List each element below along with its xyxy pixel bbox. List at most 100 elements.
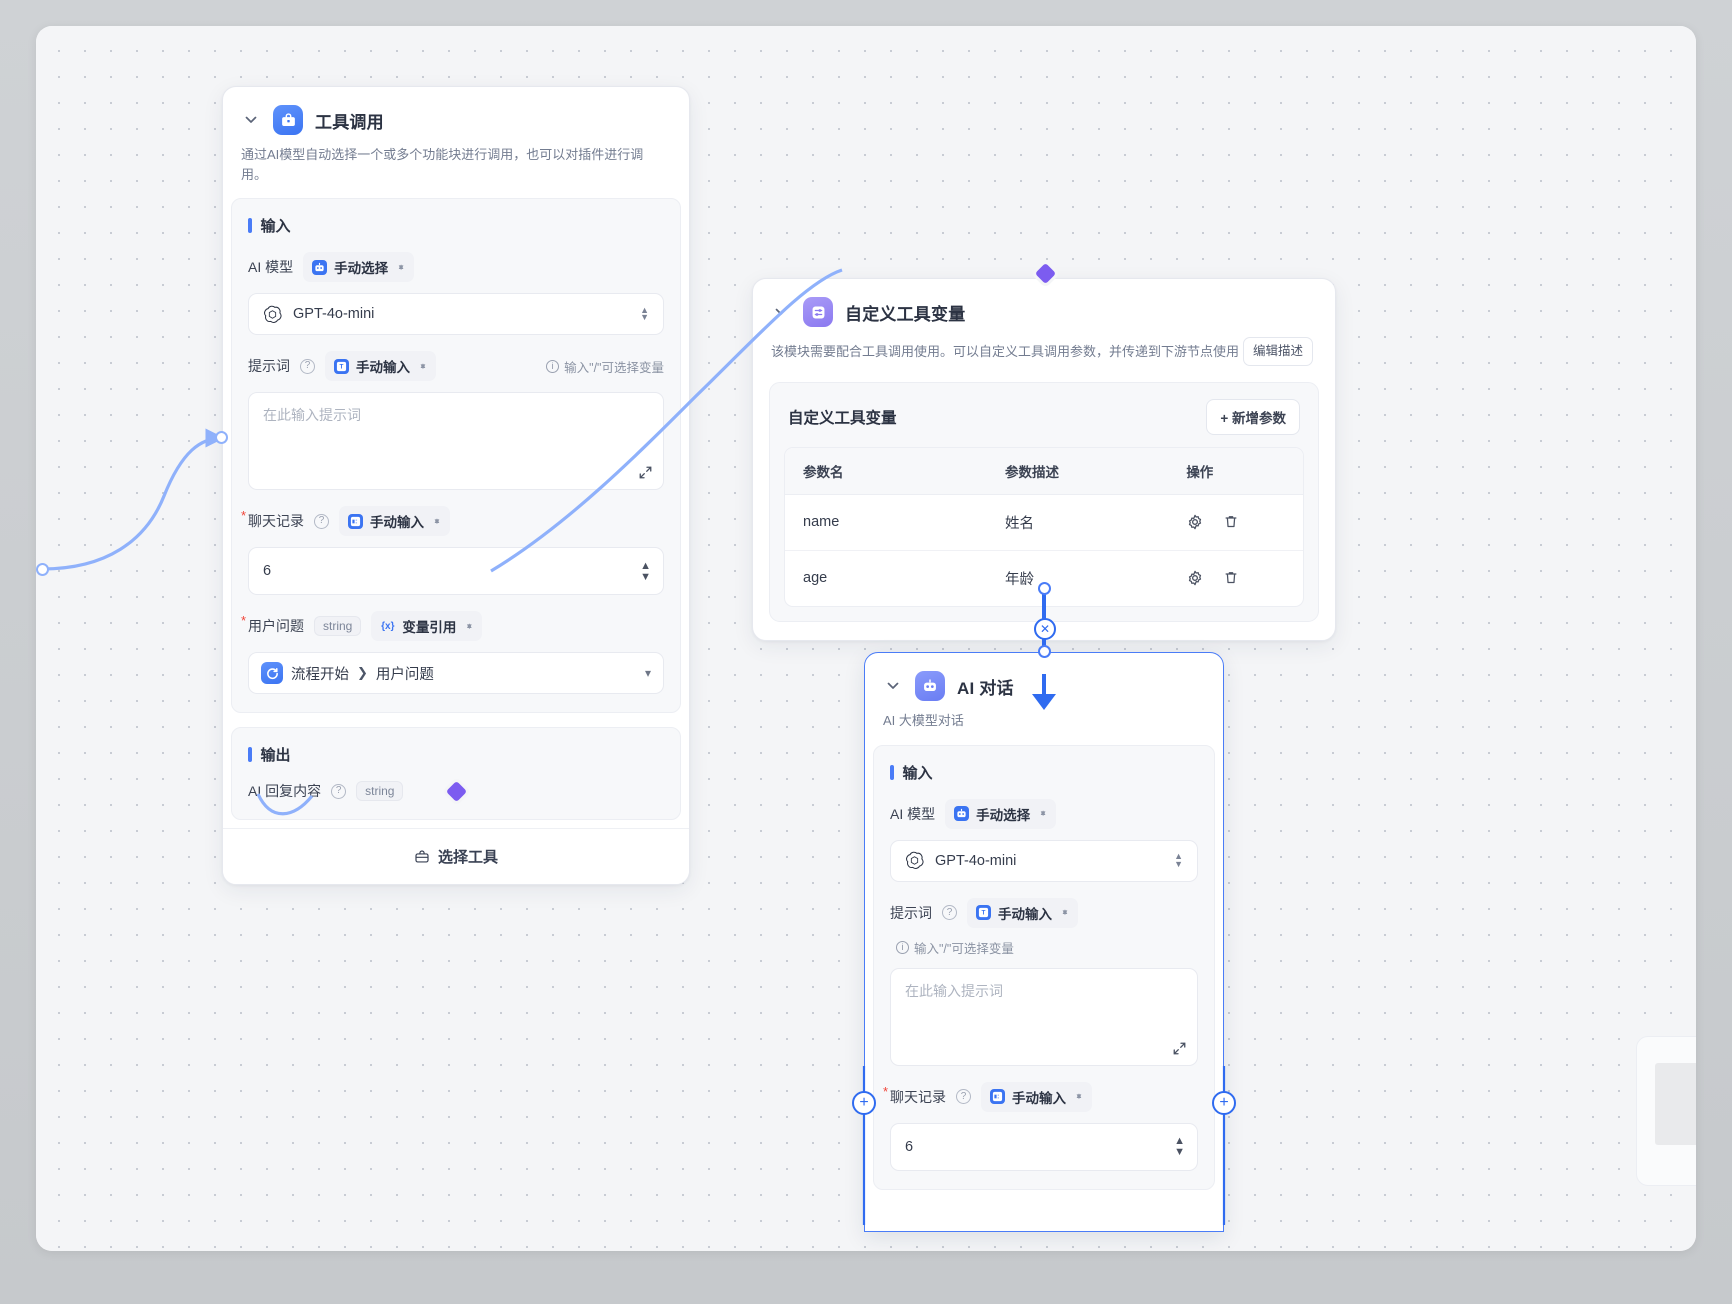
node-custom-tool-vars[interactable]: 自定义工具变量 该模块需要配合工具调用使用。可以自定义工具调用参数，并传递到下游… bbox=[752, 278, 1336, 641]
node-tool-call-description: 通过AI模型自动选择一个或多个功能块进行调用，也可以对插件进行调用。 bbox=[241, 147, 644, 182]
variable-field: 用户问题 bbox=[375, 666, 434, 683]
trash-icon[interactable] bbox=[1222, 513, 1240, 531]
add-node-right-button[interactable]: + bbox=[1212, 1091, 1236, 1115]
chat-history-label: 聊天记录 bbox=[883, 1084, 946, 1107]
chat-history-mode-select[interactable]: 手动输入 ▲▼ bbox=[339, 506, 450, 536]
collapse-chevron-icon[interactable] bbox=[241, 110, 261, 130]
tool-call-input-section: 输入 AI 模型 手动选择 ▲▼ bbox=[231, 198, 681, 713]
chevron-updown-icon: ▲▼ bbox=[397, 261, 406, 272]
ai-model-row: AI 模型 手动选择 ▲▼ bbox=[890, 798, 1198, 829]
stepper-arrows[interactable]: ▲▼ bbox=[1174, 1135, 1185, 1158]
help-icon[interactable]: ? bbox=[942, 905, 957, 920]
toolbox-icon bbox=[273, 105, 303, 135]
expand-icon[interactable] bbox=[638, 465, 653, 480]
svg-text:T: T bbox=[982, 910, 986, 917]
help-icon[interactable]: ? bbox=[331, 783, 347, 799]
chat-history-mode-label: 手动输入 bbox=[370, 515, 424, 530]
help-icon[interactable]: ? bbox=[314, 513, 329, 529]
prompt-hint: i 输入"/"可选择变量 bbox=[546, 357, 664, 376]
chat-history-mode-label: 手动输入 bbox=[1012, 1090, 1066, 1106]
edge-start-to-toolcall bbox=[41, 428, 225, 571]
settings-icon[interactable] bbox=[1186, 513, 1204, 531]
ai-model-select[interactable]: GPT-4o-mini ▲▼ bbox=[890, 839, 1198, 882]
col-param-name: 参数名 bbox=[785, 447, 988, 495]
collapse-chevron-icon[interactable] bbox=[771, 302, 791, 322]
port-toolcall-input[interactable] bbox=[215, 431, 228, 444]
info-icon: i bbox=[896, 940, 909, 954]
openai-logo-icon bbox=[906, 851, 924, 870]
param-actions-cell bbox=[1168, 551, 1303, 606]
input-section-label: 输入 bbox=[902, 764, 933, 782]
chevron-updown-icon: ▲▼ bbox=[1039, 808, 1048, 818]
trash-icon[interactable] bbox=[1222, 569, 1240, 587]
description-text: 该模块需要配合工具调用使用。可以自定义工具调用参数，并传递到下游节点使用 bbox=[771, 343, 1240, 359]
flow-start-icon bbox=[261, 662, 283, 684]
text-input-icon: T bbox=[334, 358, 349, 374]
ai-model-select[interactable]: GPT-4o-mini ▲▼ bbox=[248, 293, 664, 335]
collapse-chevron-icon[interactable] bbox=[883, 676, 903, 696]
table-row[interactable]: name 姓名 bbox=[785, 495, 1303, 551]
workflow-canvas[interactable]: ✕ + + 工具调用 bbox=[36, 26, 1696, 1251]
user-question-variable-picker[interactable]: 流程开始 ❯ 用户问题 ▾ bbox=[248, 652, 664, 694]
node-tool-call-title: 工具调用 bbox=[315, 112, 384, 132]
select-tool-button[interactable]: 选择工具 bbox=[223, 828, 689, 884]
add-param-button[interactable]: + 新增参数 bbox=[1206, 398, 1300, 435]
ai-chat-input-section: 输入 AI 模型 手动选择 ▲▼ bbox=[873, 744, 1215, 1190]
port-canvas-start[interactable] bbox=[36, 563, 49, 576]
prompt-mode-select[interactable]: T 手动输入 ▲▼ bbox=[967, 897, 1078, 928]
select-tool-label: 选择工具 bbox=[437, 849, 498, 866]
prompt-mode-select[interactable]: T 手动输入 ▲▼ bbox=[325, 351, 436, 381]
chat-history-stepper[interactable]: 6 ▲▼ bbox=[890, 1122, 1198, 1171]
port-vars-output[interactable] bbox=[1038, 582, 1051, 595]
ai-model-label: AI 模型 bbox=[248, 259, 294, 275]
svg-text:T: T bbox=[340, 363, 344, 370]
table-row[interactable]: age 年龄 bbox=[785, 551, 1303, 606]
chevron-updown-icon: ▲▼ bbox=[419, 360, 427, 371]
prompt-mode-label: 手动输入 bbox=[356, 360, 410, 375]
robot-icon bbox=[915, 671, 945, 701]
chevron-down-icon[interactable]: ▾ bbox=[644, 666, 651, 680]
expand-icon[interactable] bbox=[1172, 1041, 1187, 1056]
chat-history-row: 聊天记录 ? 手动输入 ▲▼ bbox=[241, 506, 664, 536]
param-name-cell: age bbox=[803, 570, 828, 587]
prompt-label: 提示词 bbox=[248, 358, 290, 374]
sliders-icon bbox=[803, 297, 833, 327]
help-icon[interactable]: ? bbox=[300, 358, 315, 374]
ai-model-mode-select[interactable]: 手动选择 ▲▼ bbox=[303, 252, 415, 282]
user-question-mode-select[interactable]: {x} 变量引用 ▲▼ bbox=[371, 611, 483, 641]
edge-delete-icon[interactable]: ✕ bbox=[1034, 618, 1056, 640]
variable-icon: {x} bbox=[381, 620, 395, 632]
stepper-arrows[interactable]: ▲▼ bbox=[640, 559, 651, 583]
node-ai-chat-title: AI 对话 bbox=[957, 678, 1014, 698]
ai-model-mode-select[interactable]: 手动选择 ▲▼ bbox=[945, 798, 1057, 829]
help-icon[interactable]: ? bbox=[956, 1089, 971, 1104]
chat-history-row: 聊天记录 ? 手动输入 ▲▼ bbox=[883, 1081, 1198, 1112]
ai-model-row: AI 模型 手动选择 ▲▼ bbox=[248, 252, 664, 282]
chat-history-mode-select[interactable]: 手动输入 ▲▼ bbox=[981, 1081, 1092, 1112]
node-tool-call[interactable]: 工具调用 通过AI模型自动选择一个或多个功能块进行调用，也可以对插件进行调用。 … bbox=[222, 86, 690, 885]
variable-source: 流程开始 bbox=[291, 666, 349, 683]
prompt-row: 提示词 ? T 手动输入 ▲▼ i 输入"/"可选择变量 bbox=[248, 351, 664, 381]
port-aichat-input[interactable] bbox=[1038, 645, 1051, 658]
node-custom-tool-vars-title: 自定义工具变量 bbox=[845, 304, 966, 324]
node-ai-chat[interactable]: AI 对话 AI 大模型对话 输入 AI 模型 手动选择 ▲▼ bbox=[864, 652, 1224, 1232]
param-name-cell: name bbox=[785, 495, 988, 551]
chat-history-stepper[interactable]: 6 ▲▼ bbox=[248, 547, 664, 595]
node-custom-tool-vars-header: 自定义工具变量 该模块需要配合工具调用使用。可以自定义工具调用参数，并传递到下游… bbox=[753, 279, 1335, 366]
edit-description-button[interactable]: 编辑描述 bbox=[1243, 337, 1314, 366]
section-bar bbox=[248, 218, 252, 233]
toolbox-icon bbox=[415, 849, 429, 863]
add-node-left-button[interactable]: + bbox=[852, 1091, 876, 1115]
prompt-textarea[interactable]: 在此输入提示词 bbox=[248, 392, 664, 490]
output-type-tag: string bbox=[356, 781, 404, 801]
input-section-heading: 输入 bbox=[248, 215, 664, 236]
output-section-label: 输出 bbox=[260, 747, 291, 764]
settings-icon[interactable] bbox=[1186, 569, 1204, 587]
right-side-panel[interactable] bbox=[1636, 1036, 1696, 1186]
node-ai-chat-header: AI 对话 AI 大模型对话 bbox=[865, 653, 1223, 731]
prompt-textarea[interactable]: 在此输入提示词 bbox=[890, 967, 1198, 1066]
chevron-updown-icon: ▲▼ bbox=[1075, 1091, 1083, 1101]
node-custom-tool-vars-description: 该模块需要配合工具调用使用。可以自定义工具调用参数，并传递到下游节点使用 编辑描… bbox=[771, 337, 1315, 366]
info-icon: i bbox=[546, 359, 560, 373]
input-section-heading: 输入 bbox=[890, 762, 1198, 783]
